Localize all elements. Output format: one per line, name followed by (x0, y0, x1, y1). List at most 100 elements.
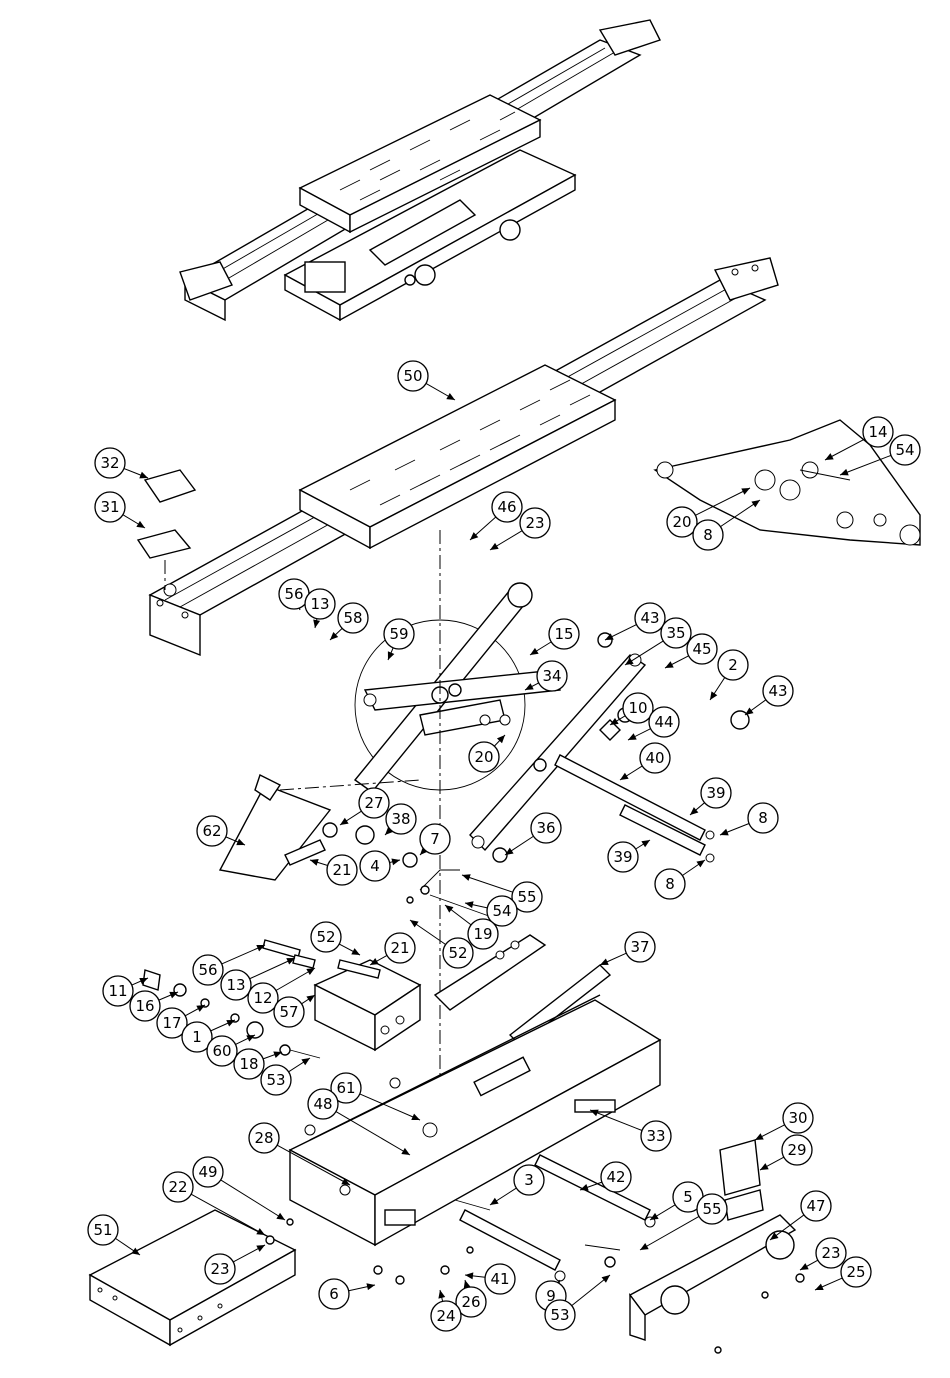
leader-arrow-icon (340, 818, 349, 825)
callout-23: 23 (800, 1238, 846, 1270)
callout-label: 38 (391, 810, 410, 828)
callout-label: 10 (628, 699, 647, 717)
callout-label: 14 (868, 423, 887, 441)
top-rail-assembly (150, 258, 778, 655)
callout-label: 19 (473, 925, 492, 943)
callout-label: 8 (665, 875, 675, 893)
callout-label: 18 (239, 1055, 258, 1073)
callout-51: 51 (88, 1215, 140, 1255)
callout-label: 36 (536, 819, 555, 837)
callout-40: 40 (620, 743, 670, 780)
callout-label: 58 (343, 609, 362, 627)
callout-label: 48 (313, 1095, 332, 1113)
callout-label: 57 (279, 1003, 298, 1021)
callout-label: 55 (517, 888, 536, 906)
callout-label: 53 (550, 1306, 569, 1324)
callout-42: 42 (580, 1162, 631, 1192)
callout-label: 54 (895, 441, 914, 459)
callout-label: 13 (310, 595, 329, 613)
callout-21: 21 (370, 933, 415, 965)
callout-49: 49 (193, 1157, 285, 1220)
callout-31: 31 (95, 492, 145, 528)
callout-label: 62 (202, 822, 221, 840)
callout-label: 26 (461, 1293, 480, 1311)
callout-label: 41 (490, 1270, 509, 1288)
leader-arrow-icon (445, 905, 453, 913)
callout-label: 27 (364, 794, 383, 812)
callout-label: 50 (403, 367, 422, 385)
leader-arrow-icon (366, 1283, 375, 1290)
callout-label: 61 (336, 1079, 355, 1097)
callout-13: 13 (305, 589, 335, 628)
hose-fittings (407, 870, 500, 920)
callout-label: 37 (630, 938, 649, 956)
callout-label: 11 (108, 982, 127, 1000)
callout-57: 57 (274, 995, 315, 1027)
callout-label: 6 (329, 1285, 339, 1303)
callout-label: 53 (266, 1071, 285, 1089)
callout-label: 3 (524, 1171, 534, 1189)
leader-arrow-icon (136, 521, 145, 528)
callout-label: 30 (788, 1109, 807, 1127)
callout-label: 54 (492, 902, 511, 920)
leader-arrow-icon (306, 995, 315, 1002)
callout-label: 56 (198, 961, 217, 979)
callout-label: 59 (389, 625, 408, 643)
callout-37: 37 (600, 932, 655, 965)
callout-29: 29 (760, 1135, 812, 1170)
leader-arrow-icon (446, 393, 455, 400)
callout-21: 21 (310, 855, 357, 885)
callout-62: 62 (197, 816, 245, 846)
leader-arrow-icon (696, 860, 705, 867)
callout-label: 55 (702, 1200, 721, 1218)
callout-32: 32 (95, 448, 148, 478)
leader-arrow-icon (641, 840, 650, 847)
callout-39: 39 (608, 840, 650, 872)
callout-label: 35 (666, 624, 685, 642)
callout-label: 34 (542, 667, 561, 685)
callout-36: 36 (505, 813, 561, 855)
callout-label: 28 (254, 1129, 273, 1147)
leader-line (221, 1180, 285, 1220)
callout-label: 49 (198, 1163, 217, 1181)
leader-arrow-icon (530, 648, 539, 655)
callout-38: 38 (385, 804, 416, 835)
callout-label: 21 (390, 939, 409, 957)
leader-arrow-icon (391, 858, 400, 865)
callout-53: 53 (261, 1058, 310, 1095)
callout-label: 13 (226, 976, 245, 994)
callout-label: 43 (640, 609, 659, 627)
callout-label: 21 (332, 861, 351, 879)
leader-arrow-icon (301, 1058, 310, 1065)
leader-arrow-icon (438, 1290, 445, 1299)
leader-arrow-icon (462, 874, 471, 881)
callout-43: 43 (605, 603, 665, 640)
callout-label: 4 (370, 857, 380, 875)
callout-label: 23 (210, 1260, 229, 1278)
callout-52: 52 (410, 920, 473, 968)
callout-label: 24 (436, 1307, 455, 1325)
leader-arrow-icon (620, 773, 629, 780)
callout-label: 2 (728, 656, 738, 674)
leader-arrow-icon (310, 859, 319, 866)
callout-label: 23 (821, 1244, 840, 1262)
callout-7: 7 (420, 824, 450, 855)
callout-4: 4 (360, 851, 400, 881)
leader-arrow-icon (640, 1243, 649, 1250)
callout-label: 12 (253, 989, 272, 1007)
callout-5: 5 (650, 1182, 703, 1220)
callout-58: 58 (330, 603, 368, 640)
callout-label: 40 (645, 749, 664, 767)
callout-50: 50 (398, 361, 455, 400)
leader-arrow-icon (602, 1275, 610, 1283)
callout-27: 27 (340, 788, 389, 825)
callout-label: 52 (316, 928, 335, 946)
callout-label: 31 (100, 498, 119, 516)
callout-label: 32 (100, 454, 119, 472)
callout-label: 22 (168, 1178, 187, 1196)
leader-arrow-icon (490, 543, 499, 550)
callout-label: 23 (525, 514, 544, 532)
leader-arrow-icon (410, 920, 419, 927)
callout-label: 52 (448, 944, 467, 962)
callout-label: 5 (683, 1188, 693, 1206)
